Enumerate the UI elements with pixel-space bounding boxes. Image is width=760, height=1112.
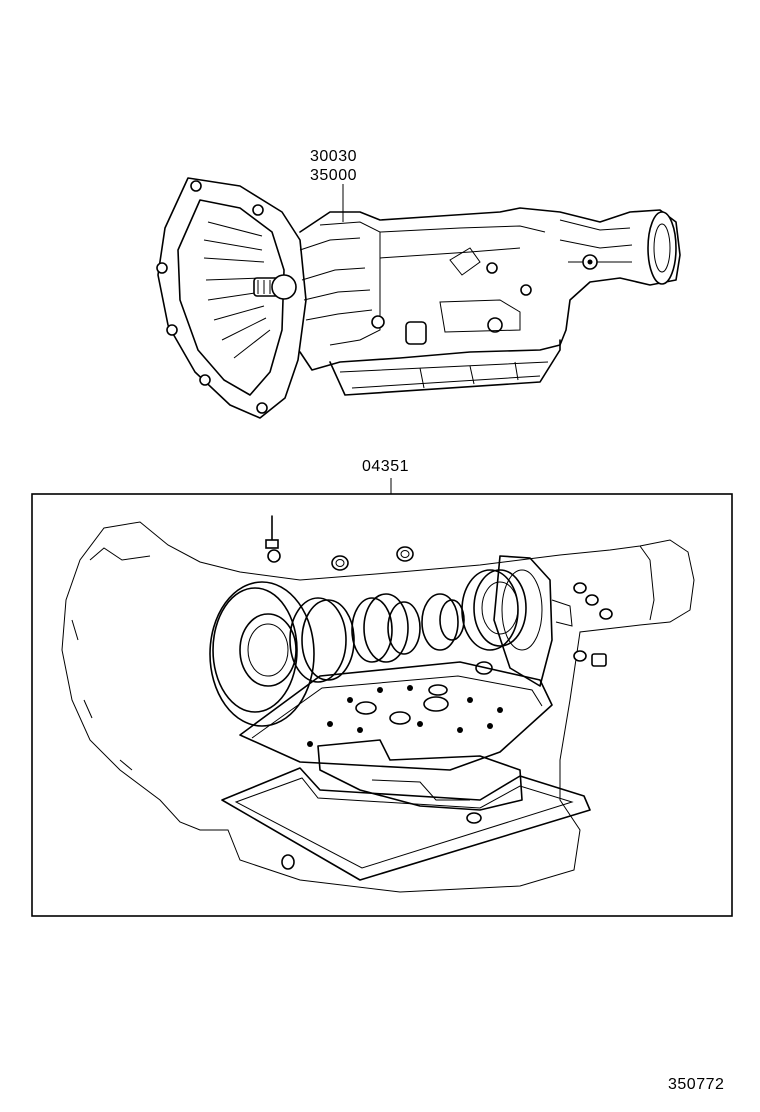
diagram-reference-number: 350772 bbox=[668, 1076, 725, 1093]
transmission-assembly-illustration bbox=[156, 177, 681, 419]
gasket-kit-frame bbox=[31, 493, 733, 917]
gasket-kit-illustration bbox=[61, 515, 695, 893]
gasket-kit-part-number: 04351 bbox=[362, 458, 409, 475]
assembly-part-number-30030: 30030 bbox=[310, 148, 357, 165]
assembly-part-number-35000: 35000 bbox=[310, 167, 357, 184]
